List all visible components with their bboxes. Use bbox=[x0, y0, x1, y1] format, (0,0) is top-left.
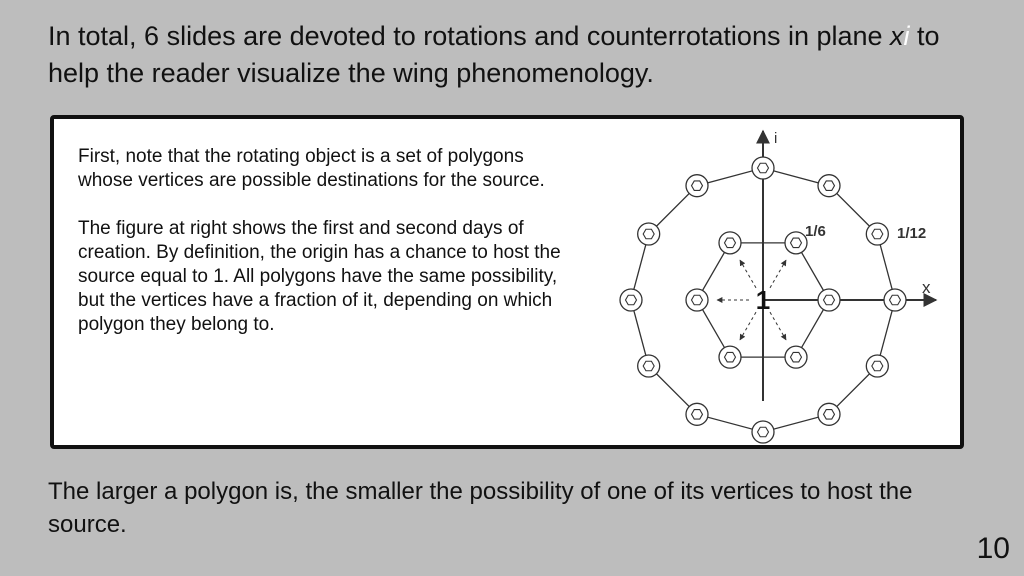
origin-arrow bbox=[769, 311, 787, 341]
polygon-diagram: i x 1 1/6 1/12 bbox=[619, 129, 938, 444]
heading-text-before: In total, 6 slides are devoted to rotati… bbox=[48, 21, 891, 51]
heading-var-x: x bbox=[890, 21, 904, 51]
dodecagon-vertex bbox=[685, 402, 709, 426]
vertices-layer bbox=[619, 156, 907, 444]
dodecagon-vertex bbox=[817, 174, 841, 198]
dodecagon-vertex bbox=[619, 288, 643, 312]
page-number: 10 bbox=[976, 532, 1010, 565]
slide-heading: In total, 6 slides are devoted to rotati… bbox=[48, 18, 988, 92]
dodecagon-vertex bbox=[865, 354, 889, 378]
hexagon-vertex bbox=[685, 288, 709, 312]
panel-paragraph-2: The figure at right shows the first and … bbox=[78, 218, 561, 335]
slide-footer-text: The larger a polygon is, the smaller the… bbox=[48, 478, 913, 538]
heading-var-i: i bbox=[903, 21, 910, 51]
dodecagon-vertex bbox=[817, 402, 841, 426]
x-axis-label: x bbox=[922, 278, 931, 297]
dodecagon-vertex bbox=[685, 174, 709, 198]
hexagon-label: 1/6 bbox=[805, 223, 826, 240]
dodecagon-vertex bbox=[751, 156, 775, 180]
panel-text: First, note that the rotating object is … bbox=[78, 145, 568, 337]
dodecagon-vertex bbox=[751, 420, 775, 444]
origin-label: 1 bbox=[756, 285, 770, 315]
panel-paragraph-1: First, note that the rotating object is … bbox=[78, 146, 545, 191]
origin-arrow bbox=[739, 259, 757, 289]
hexagon-vertex bbox=[718, 345, 742, 369]
dodecagon-label: 1/12 bbox=[897, 225, 926, 242]
i-axis-label: i bbox=[774, 130, 777, 147]
dodecagon-vertex bbox=[865, 222, 889, 246]
dodecagon-vertex bbox=[637, 222, 661, 246]
origin-arrow bbox=[769, 259, 787, 289]
hexagon-vertex bbox=[784, 231, 808, 255]
hexagon-vertex bbox=[784, 345, 808, 369]
dodecagon-vertex bbox=[883, 288, 907, 312]
origin-arrow bbox=[739, 311, 757, 341]
content-panel: First, note that the rotating object is … bbox=[50, 115, 964, 449]
dodecagon-vertex bbox=[637, 354, 661, 378]
heading-text-after: to help the reader visualize the wing ph… bbox=[48, 21, 940, 88]
hexagon-vertex bbox=[718, 231, 742, 255]
hexagon-vertex bbox=[817, 288, 841, 312]
origin-arrows-layer bbox=[716, 259, 787, 341]
